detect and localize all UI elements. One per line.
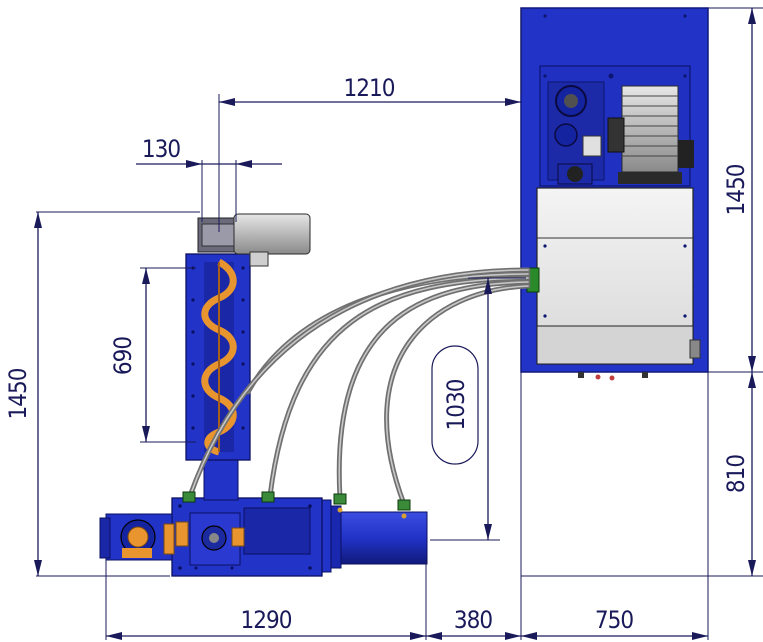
dim-380: 380 xyxy=(454,606,492,634)
dim-1450-right: 1450 xyxy=(722,164,750,215)
dimension-lines xyxy=(34,7,763,640)
dim-1210: 1210 xyxy=(344,74,395,102)
dim-130: 130 xyxy=(142,135,180,163)
dim-1290: 1290 xyxy=(241,606,292,634)
dim-690: 690 xyxy=(109,337,137,375)
dimension-labels: 1210 130 1450 690 1030 1450 810 1290 380… xyxy=(4,74,750,634)
dim-1450-left: 1450 xyxy=(4,368,32,419)
pump-base xyxy=(99,457,428,577)
auger-column xyxy=(185,213,311,461)
hydraulic-hoses xyxy=(182,267,531,519)
control-cabinet xyxy=(520,7,709,381)
dim-810: 810 xyxy=(722,455,750,493)
dim-750: 750 xyxy=(595,606,633,634)
dim-1030: 1030 xyxy=(442,379,470,430)
